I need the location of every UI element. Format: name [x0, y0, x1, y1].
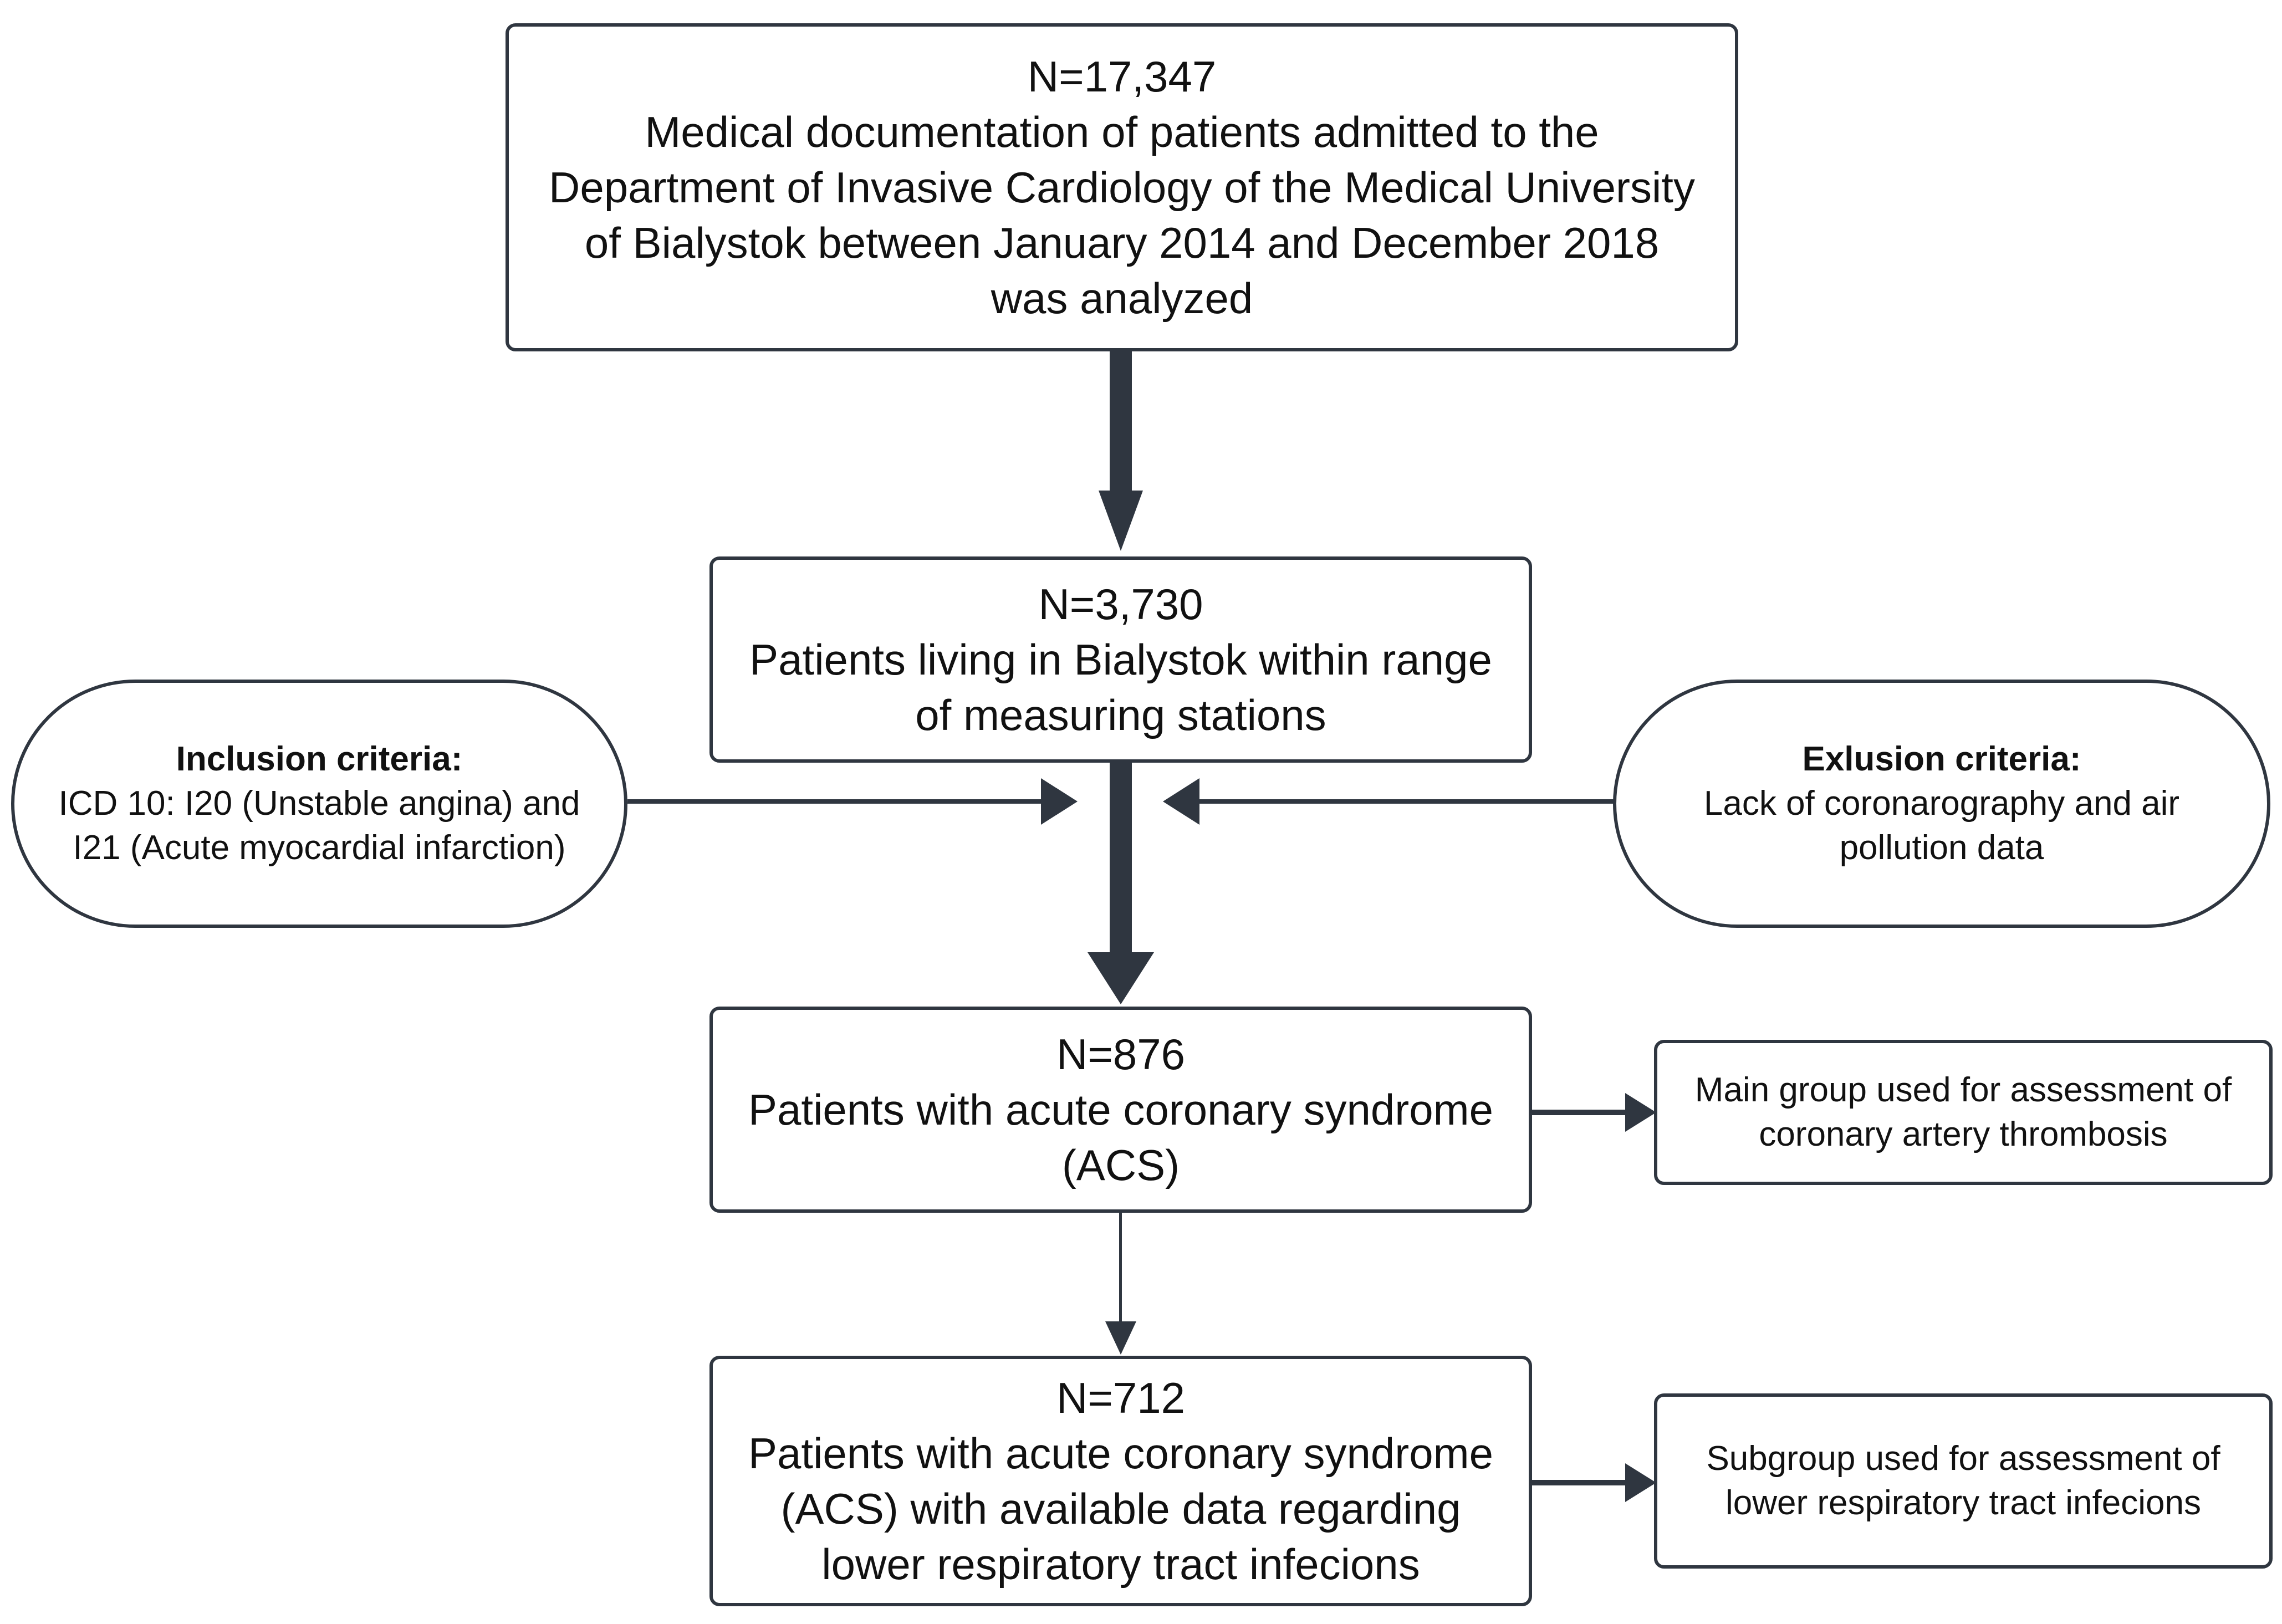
- bialystok-patients-count: N=3,730: [1038, 580, 1203, 629]
- lrti-patients-text-line-3: lower respiratory tract infecions: [821, 1540, 1420, 1589]
- arrow-acs-to-main-shaft: [1531, 1110, 1628, 1115]
- arrow-total-to-bialystok-head: [1099, 491, 1143, 551]
- main-group-box: Main group used for assessment of corona…: [1654, 1040, 2273, 1185]
- arrow-bialystok-to-acs-shaft: [1110, 763, 1132, 956]
- inclusion-criteria-title: Inclusion criteria:: [176, 740, 463, 778]
- lrti-patients-text-line-2: (ACS) with available data regarding: [780, 1484, 1461, 1533]
- bialystok-patients-box: N=3,730 Patients living in Bialystok wit…: [709, 556, 1532, 763]
- arrow-total-to-bialystok-shaft: [1110, 351, 1132, 493]
- bialystok-patients-text-line-2: of measuring stations: [915, 691, 1326, 739]
- acs-patients-box: N=876 Patients with acute coronary syndr…: [709, 1007, 1532, 1213]
- arrow-acs-to-lrti-head: [1105, 1321, 1136, 1355]
- exclusion-criteria-line-2: pollution data: [1839, 829, 2044, 867]
- bialystok-patients-text-line-1: Patients living in Bialystok within rang…: [749, 635, 1492, 684]
- total-records-text-line-2: Department of Invasive Cardiology of the…: [549, 163, 1695, 212]
- lrti-patients-count: N=712: [1056, 1373, 1186, 1422]
- total-records-count: N=17,347: [1027, 52, 1217, 101]
- total-records-text-line-1: Medical documentation of patients admitt…: [645, 108, 1599, 156]
- total-records-text-line-4: was analyzed: [991, 274, 1253, 323]
- subgroup-line-1: Subgroup used for assessment of: [1706, 1439, 2220, 1478]
- acs-patients-text-line-2: (ACS): [1061, 1141, 1180, 1189]
- arrow-bialystok-to-acs-head: [1088, 952, 1154, 1004]
- exclusion-criteria-line-1: Lack of coronarography and air: [1703, 784, 2180, 823]
- arrow-acs-to-main-head: [1625, 1093, 1656, 1132]
- subgroup-box: Subgroup used for assessment of lower re…: [1654, 1393, 2273, 1569]
- arrow-lrti-to-subgroup-head: [1625, 1463, 1656, 1502]
- arrow-inclusion-shaft: [627, 799, 1043, 804]
- main-group-line-1: Main group used for assessment of: [1694, 1071, 2232, 1109]
- acs-patients-text-line-1: Patients with acute coronary syndrome: [748, 1085, 1493, 1134]
- lrti-patients-text-line-1: Patients with acute coronary syndrome: [748, 1429, 1493, 1478]
- inclusion-criteria-box: Inclusion criteria: ICD 10: I20 (Unstabl…: [11, 680, 627, 928]
- exclusion-criteria-title: Exlusion criteria:: [1802, 740, 2081, 778]
- acs-patients-count: N=876: [1056, 1030, 1186, 1079]
- arrow-inclusion-head: [1041, 778, 1078, 825]
- arrow-exclusion-head: [1163, 778, 1199, 825]
- total-records-box: N=17,347 Medical documentation of patien…: [506, 23, 1738, 351]
- main-group-line-2: coronary artery thrombosis: [1759, 1115, 2168, 1153]
- arrow-lrti-to-subgroup-shaft: [1531, 1480, 1628, 1485]
- inclusion-criteria-line-2: I21 (Acute myocardial infarction): [73, 829, 566, 867]
- arrow-acs-to-lrti-shaft: [1119, 1213, 1122, 1324]
- subgroup-line-2: lower respiratory tract infecions: [1725, 1484, 2201, 1522]
- inclusion-criteria-line-1: ICD 10: I20 (Unstable angina) and: [58, 784, 580, 823]
- total-records-text-line-3: of Bialystok between January 2014 and De…: [584, 218, 1660, 267]
- arrow-exclusion-shaft: [1197, 799, 1616, 804]
- exclusion-criteria-box: Exlusion criteria: Lack of coronarograph…: [1613, 680, 2270, 928]
- lrti-patients-box: N=712 Patients with acute coronary syndr…: [709, 1356, 1532, 1606]
